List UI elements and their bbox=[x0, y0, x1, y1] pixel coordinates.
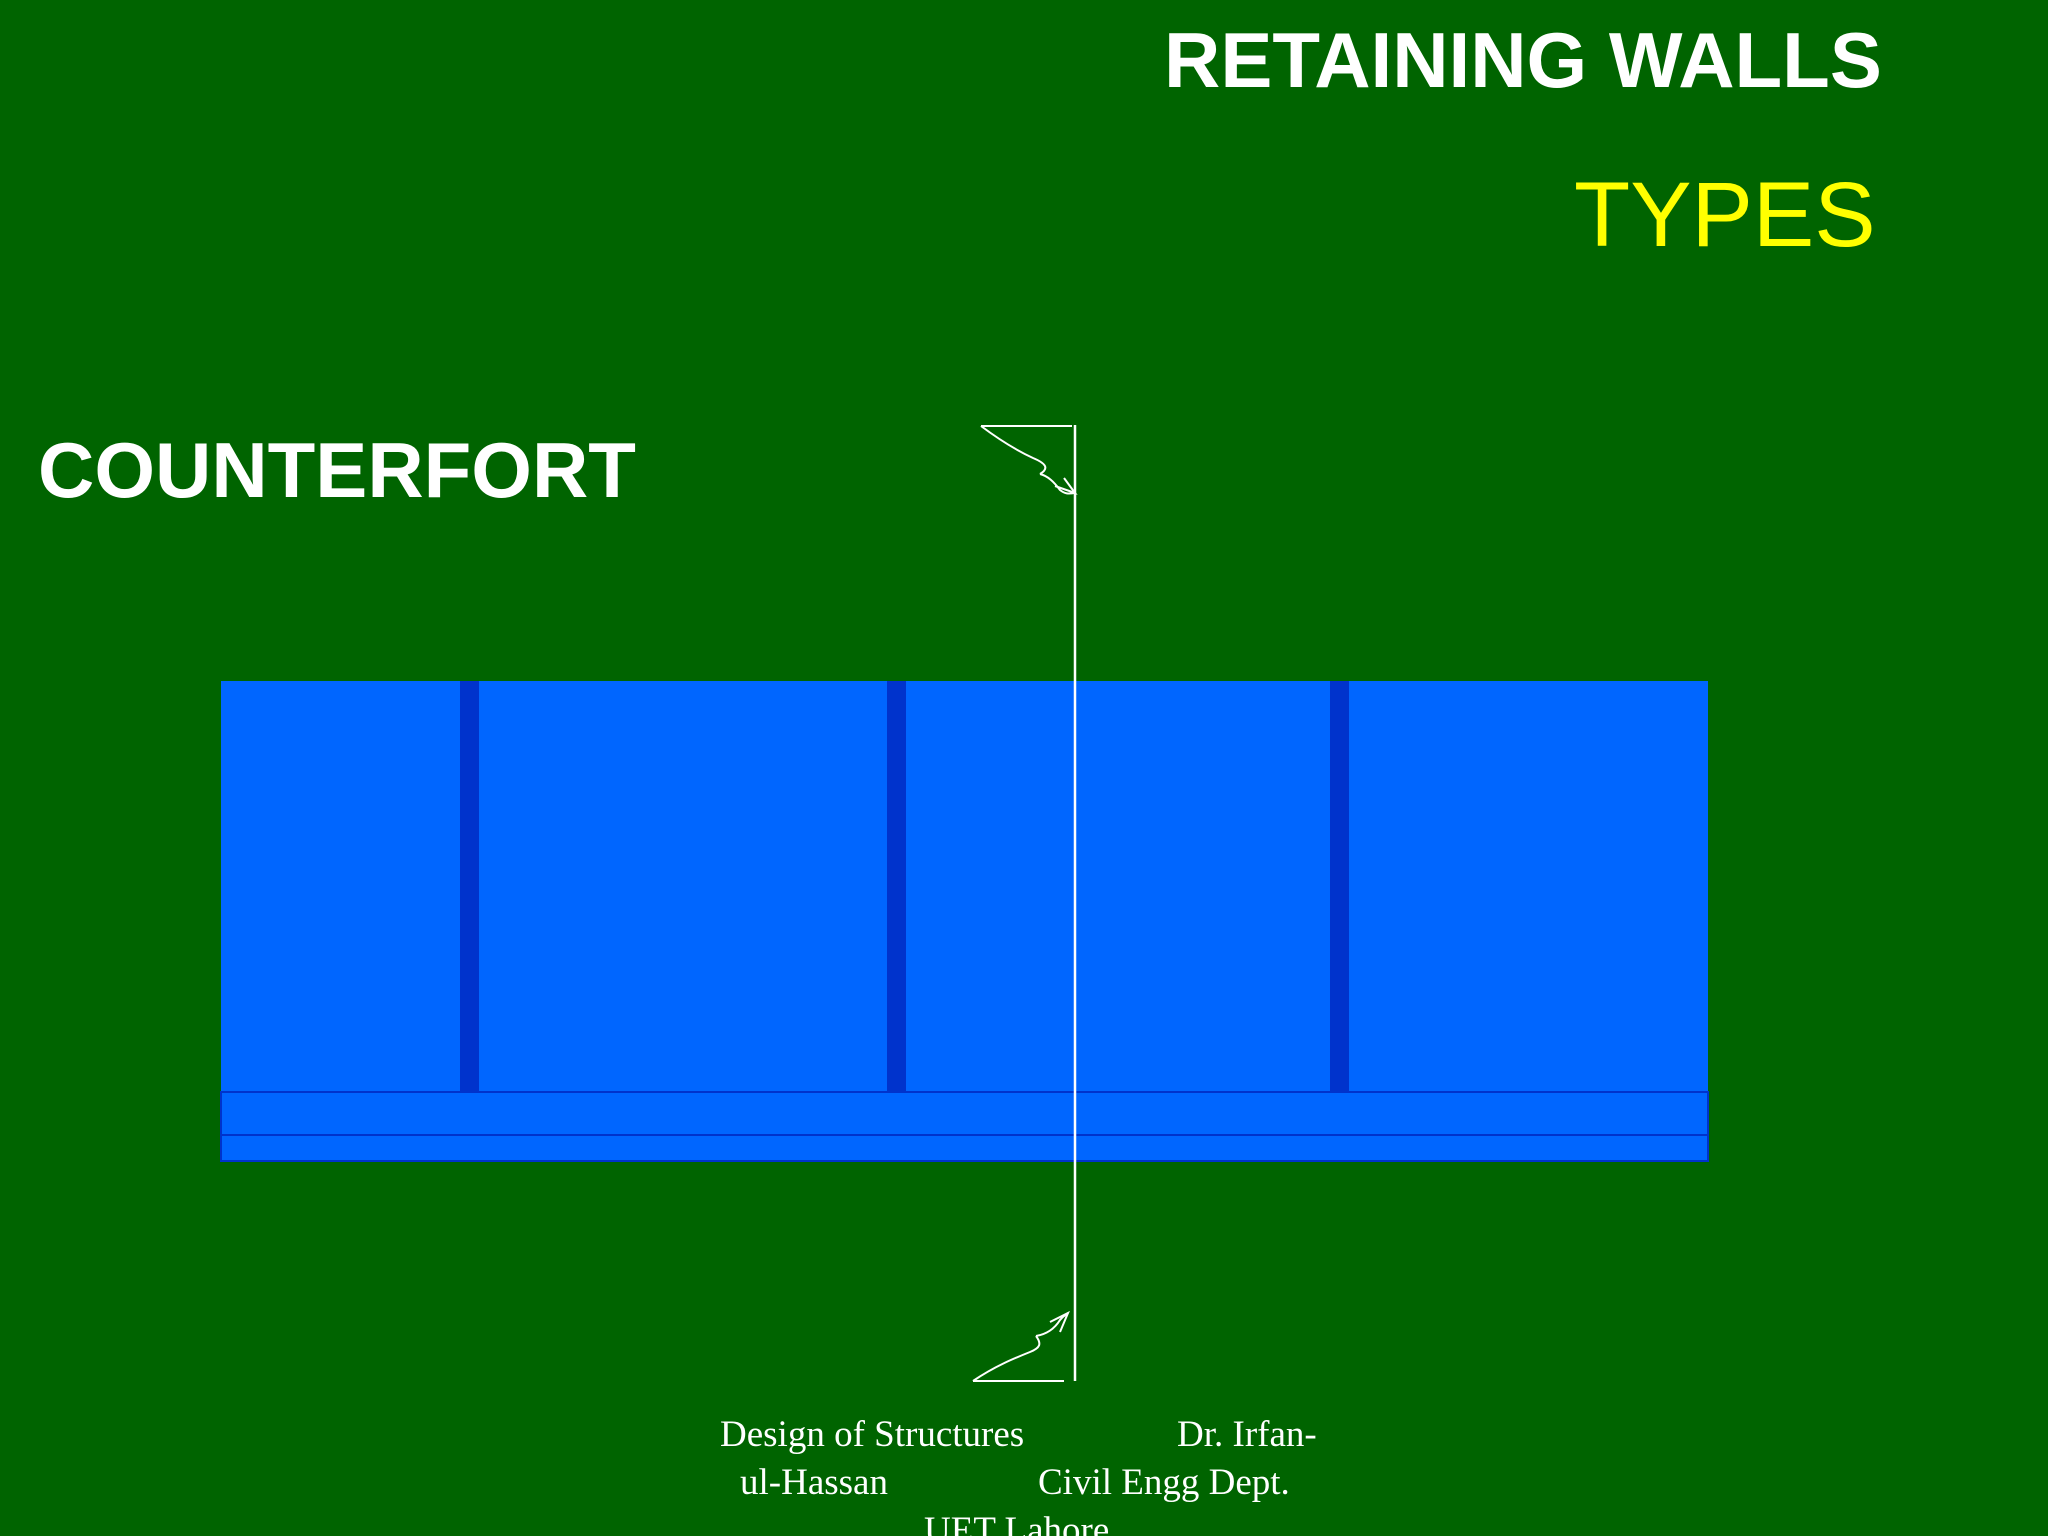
counterfort-3 bbox=[1330, 681, 1349, 1092]
wall-stem bbox=[221, 681, 1708, 1092]
section-marker-bottom bbox=[972, 1310, 1070, 1382]
counterfort-2 bbox=[887, 681, 906, 1092]
footer-department: Civil Engg Dept. bbox=[1038, 1462, 1290, 1503]
base-slab-lower bbox=[220, 1134, 1709, 1162]
footer-author-last: ul-Hassan bbox=[740, 1462, 888, 1503]
slide-title: RETAINING WALLS bbox=[1164, 16, 1882, 104]
footer-course: Design of Structures bbox=[720, 1414, 1025, 1455]
slide-subtitle: TYPES bbox=[1574, 164, 1876, 266]
counterfort-1 bbox=[460, 681, 479, 1092]
wall-type-label: COUNTERFORT bbox=[38, 426, 636, 514]
footer-author-first: Dr. Irfan- bbox=[1177, 1414, 1317, 1455]
base-slab-upper bbox=[220, 1091, 1709, 1136]
footer-university: UET Lahore bbox=[924, 1510, 1110, 1536]
section-marker-top bbox=[980, 425, 1078, 496]
